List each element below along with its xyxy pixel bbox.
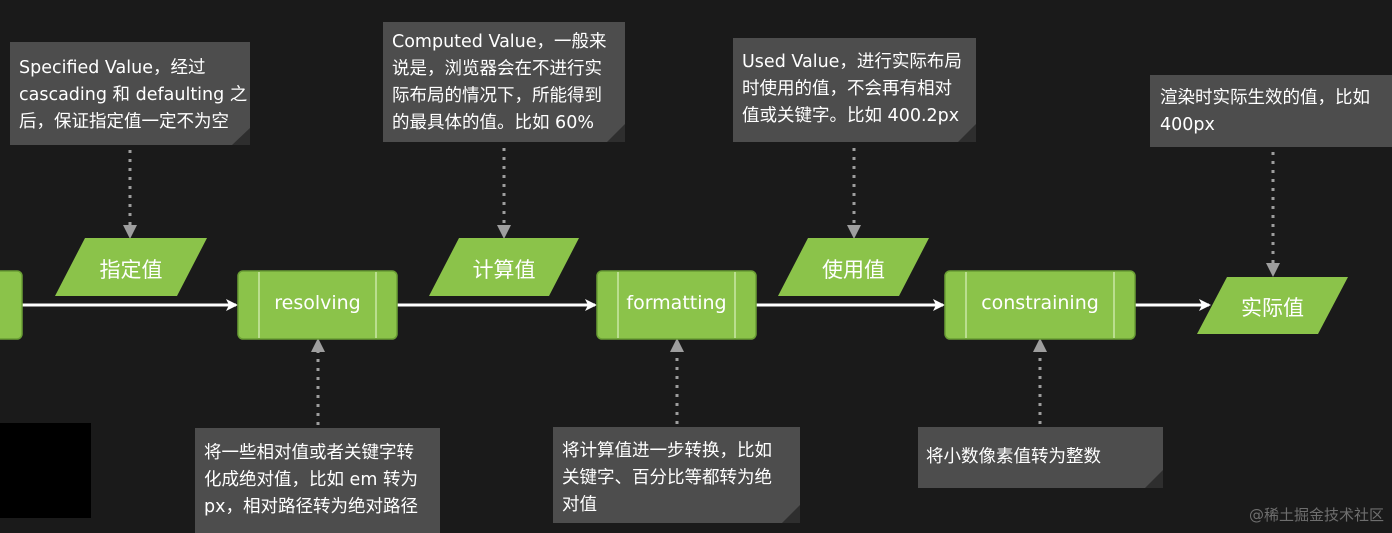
process-resolving: [237, 270, 398, 340]
data-computed-label: 计算值: [472, 258, 536, 282]
redacted-block: [0, 423, 91, 518]
note-resolving-box: [195, 428, 440, 533]
note-computed-box: [383, 22, 625, 142]
data-specified-label: 指定值: [99, 258, 163, 282]
process-resolving-label: resolving: [274, 292, 361, 314]
note-specified-fold: [232, 128, 250, 145]
data-used: [778, 238, 929, 296]
process-formatting-label: formatting: [626, 292, 727, 314]
note-specified-box: [10, 42, 250, 145]
data-used-label: 使用值: [822, 258, 885, 282]
data-actual-label: 实际值: [1241, 296, 1304, 320]
start-process-partial: [0, 270, 23, 340]
note-formatting-fold: [782, 505, 800, 523]
note-used-box: [733, 38, 976, 142]
data-computed: [429, 238, 579, 296]
watermark: @稀土掘金技术社区: [1248, 506, 1384, 524]
process-formatting: [596, 270, 757, 340]
note-constraining-box: [918, 427, 1163, 488]
note-used-fold: [958, 124, 976, 142]
process-constraining: [944, 270, 1136, 340]
data-actual: [1197, 277, 1348, 334]
process-constraining-label: constraining: [981, 292, 1099, 314]
note-formatting-box: [553, 427, 800, 523]
data-specified: [55, 238, 207, 296]
note-actual-box: [1150, 75, 1392, 147]
note-constraining-fold: [1145, 470, 1163, 488]
note-computed-fold: [607, 124, 625, 142]
